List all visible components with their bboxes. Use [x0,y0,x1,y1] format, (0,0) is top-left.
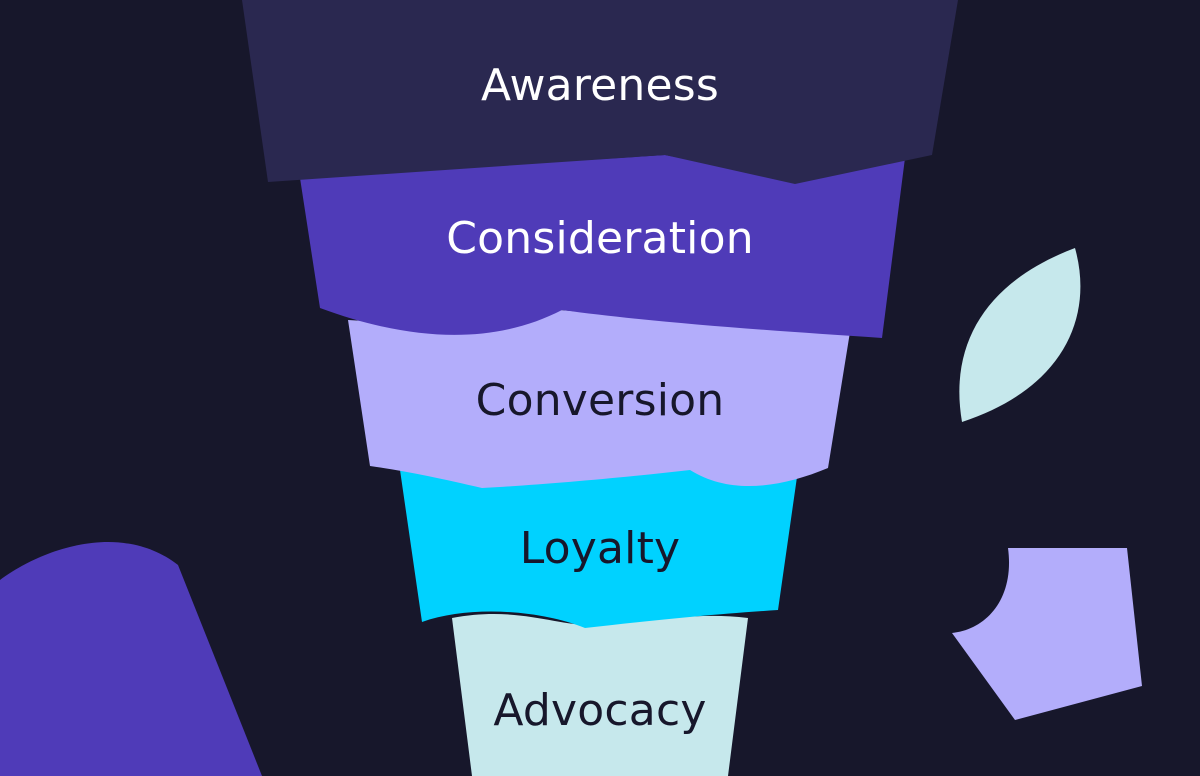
decor-blob-left [0,542,262,776]
decor-leaf-shape [959,248,1081,422]
stage-awareness-band [242,0,958,184]
stage-awareness-label: Awareness [481,60,719,111]
stage-loyalty-band [400,467,798,628]
stage-advocacy-band [452,613,748,776]
decor-pentagon-shape [952,548,1142,720]
stage-consideration-band [300,155,905,338]
stage-consideration-label: Consideration [446,213,754,264]
stage-conversion-label: Conversion [476,375,725,426]
stage-loyalty-label: Loyalty [520,523,681,574]
stage-conversion-band [348,310,850,488]
stage-advocacy-label: Advocacy [493,685,706,736]
